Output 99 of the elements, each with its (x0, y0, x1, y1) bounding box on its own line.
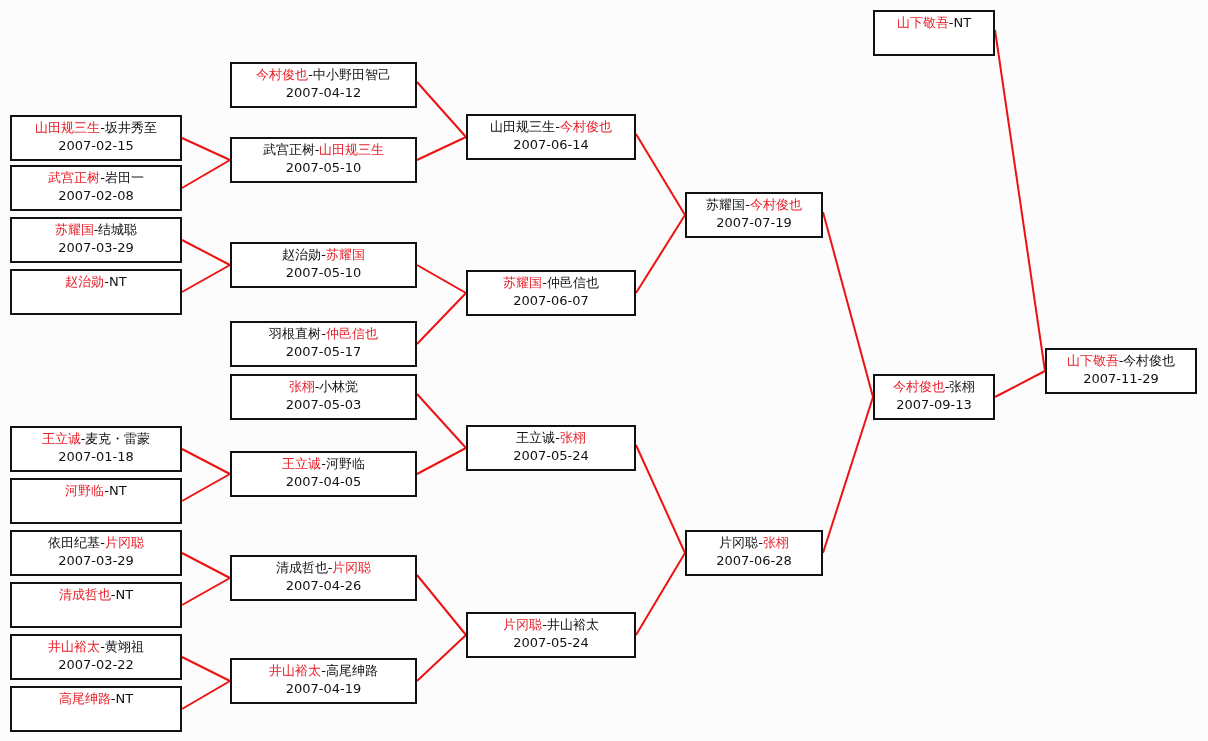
match-box (230, 242, 417, 288)
player-names: 片冈聪-张栩 (719, 534, 789, 552)
player-names: 井山裕太-黄翊祖 (48, 638, 144, 656)
match-box (10, 269, 182, 315)
match-box (685, 192, 823, 238)
player-names: 井山裕太-高尾绅路 (269, 662, 378, 680)
bracket-line (416, 136, 467, 161)
match-date: 2007-02-15 (58, 137, 134, 155)
bracket-line (181, 264, 231, 293)
player-names: 苏耀国-结城聪 (54, 221, 138, 239)
match-date: 2007-04-19 (285, 680, 362, 698)
match-box (685, 530, 823, 576)
match-date: 2007-05-24 (513, 447, 589, 465)
player-names: 王立诚-河野临 (282, 455, 365, 473)
player-names: 山田规三生-今村俊也 (490, 118, 612, 136)
player-names: 王立诚-张栩 (516, 429, 586, 447)
player-names: 依田纪基-片冈聪 (48, 534, 144, 552)
match-date: 2007-01-18 (58, 448, 134, 466)
player-names: 王立诚-麦克・雷蒙 (41, 430, 151, 448)
player-names: 赵治勋-苏耀国 (282, 246, 365, 264)
match-box (10, 426, 182, 472)
bracket-line (635, 214, 686, 294)
bracket-line (416, 393, 467, 449)
match-box (873, 374, 995, 420)
player-names: 河野临-NT (65, 482, 127, 500)
player-names: 羽根直树-仲邑信也 (269, 325, 378, 343)
match-date: 2007-05-17 (285, 343, 362, 361)
match-date: 2007-05-03 (285, 396, 362, 414)
match-box (10, 582, 182, 628)
match-box (230, 137, 417, 183)
match-date: 2007-06-14 (513, 136, 589, 154)
match-box (230, 658, 417, 704)
bracket-line (416, 81, 467, 138)
bracket-line (635, 133, 686, 216)
match-date: 2007-11-29 (1083, 370, 1159, 388)
player-names: 山田规三生-坂井秀至 (35, 119, 157, 137)
match-date: 2007-05-10 (285, 264, 362, 282)
match-box (230, 62, 417, 108)
match-box (466, 114, 636, 160)
bracket-line (181, 577, 231, 606)
player-names: 赵治勋-NT (65, 273, 127, 291)
player-names: 高尾绅路-NT (58, 690, 134, 708)
player-names: 今村俊也-张栩 (892, 378, 976, 396)
match-box (230, 321, 417, 367)
match-box (10, 165, 182, 211)
player-names: 苏耀国-今村俊也 (706, 196, 802, 214)
match-box (873, 10, 995, 56)
match-date: 2007-04-26 (285, 577, 362, 595)
player-names: 武宫正树-山田规三生 (262, 141, 385, 159)
match-date: 2007-02-08 (58, 187, 134, 205)
match-date: 2007-09-13 (896, 396, 972, 414)
match-box (10, 686, 182, 732)
match-box (10, 530, 182, 576)
match-date: 2007-06-28 (716, 552, 792, 570)
match-box (466, 612, 636, 658)
bracket-line (416, 634, 467, 682)
player-names: 苏耀国-仲邑信也 (503, 274, 599, 292)
bracket-line (181, 159, 231, 189)
bracket-line (181, 552, 231, 579)
player-names: 张栩-小林觉 (288, 378, 359, 396)
bracket-line (416, 264, 467, 294)
match-date: 2007-07-19 (716, 214, 792, 232)
match-date: 2007-03-29 (58, 239, 134, 257)
bracket-line (181, 656, 231, 682)
bracket-line (635, 552, 686, 636)
bracket-line (181, 137, 231, 161)
player-names: 片冈聪-井山裕太 (503, 616, 599, 634)
match-box (466, 270, 636, 316)
player-names: 武宫正树-岩田一 (48, 169, 144, 187)
match-box (466, 425, 636, 471)
match-date: 2007-04-05 (285, 473, 362, 491)
match-box (10, 115, 182, 161)
match-box (230, 555, 417, 601)
match-box (10, 217, 182, 263)
player-names: 山下敬吾-NT (896, 14, 972, 32)
match-box (10, 478, 182, 524)
match-date: 2007-02-22 (58, 656, 134, 674)
match-date: 2007-04-12 (285, 84, 362, 102)
bracket-line (416, 574, 467, 636)
player-names: 清成哲也-片冈聪 (275, 559, 372, 577)
bracket-line (416, 292, 467, 345)
match-box (230, 374, 417, 420)
player-names: 清成哲也-NT (58, 586, 134, 604)
bracket-line (994, 370, 1046, 398)
match-date: 2007-05-24 (513, 634, 589, 652)
bracket-line (181, 473, 231, 502)
bracket-line (181, 239, 231, 266)
match-date: 2007-05-10 (285, 159, 362, 177)
match-box (230, 451, 417, 497)
player-names: 今村俊也-中小野田智己 (256, 66, 391, 84)
match-date: 2007-03-29 (58, 552, 134, 570)
match-date: 2007-06-07 (513, 292, 589, 310)
bracket-line (635, 444, 686, 554)
player-names: 山下敬吾-今村俊也 (1066, 352, 1176, 370)
match-box (1045, 348, 1197, 394)
bracket-line (181, 680, 231, 710)
match-box (10, 634, 182, 680)
bracket-line (181, 448, 231, 475)
bracket-line (416, 447, 467, 475)
